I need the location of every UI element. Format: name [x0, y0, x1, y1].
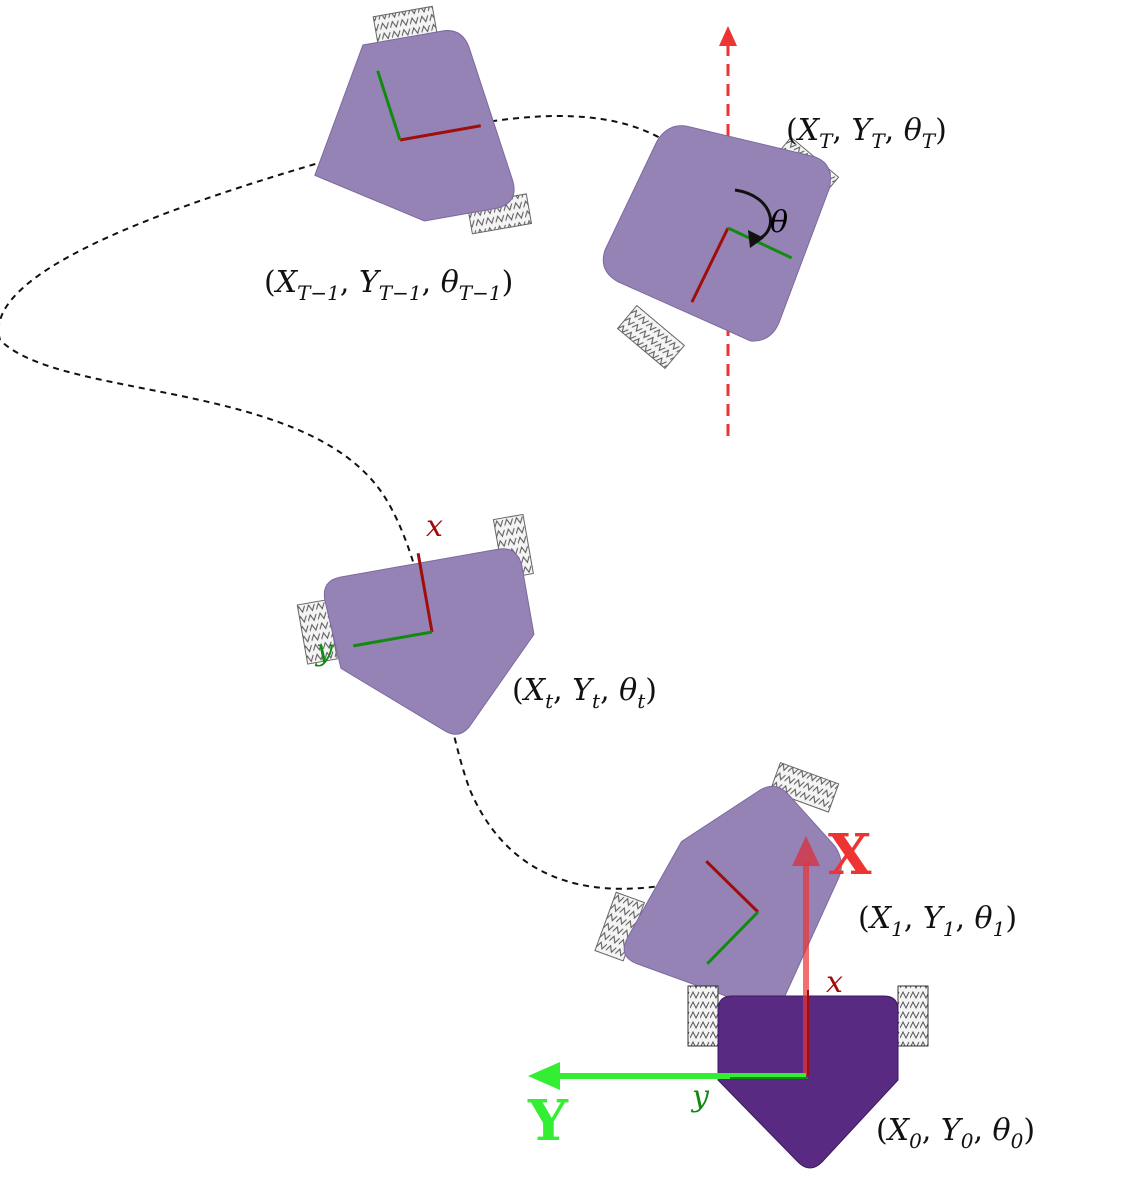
robot-body — [602, 125, 831, 342]
body-y-axis — [706, 910, 760, 965]
world-x-arrowhead — [792, 836, 820, 866]
body-x-axis — [416, 552, 434, 633]
pose-label-0: (X0, Y0, θ0) — [876, 1113, 1035, 1153]
body-y-label-0: y — [690, 1079, 710, 1114]
wheel — [616, 304, 686, 370]
robot-pose-0 — [687, 985, 929, 1169]
world-x-label: X — [828, 822, 872, 888]
body-y-axis — [352, 630, 433, 648]
world-y-label: Y — [527, 1088, 569, 1154]
body-y-label-t: y — [314, 633, 334, 668]
body-x-axis — [690, 227, 730, 303]
heading-reference-arrowhead — [719, 26, 737, 46]
body-x-label-t: x — [426, 509, 443, 544]
robot-pose-t — [602, 125, 840, 370]
pose-label-t: (XT, YT, θT) — [786, 113, 947, 153]
pose-label-1: (X1, Y1, θ1) — [858, 901, 1017, 941]
robot-pose-t-small — [296, 513, 535, 735]
theta-label: θ — [770, 205, 788, 240]
robot-pose-1 — [594, 762, 842, 1010]
robot-body — [717, 995, 899, 1169]
wheel — [897, 985, 929, 1047]
pose-label-t-minus-1: (XT−1, YT−1, θT−1) — [264, 265, 513, 305]
world-y-arrowhead — [528, 1062, 560, 1090]
body-y-axis — [727, 226, 793, 260]
body-y-axis — [376, 70, 402, 141]
robot-body — [323, 548, 535, 735]
body-x-label-0: x — [826, 965, 843, 1000]
body-x-axis — [399, 124, 482, 142]
theta-arrowhead — [748, 230, 764, 248]
robot-pose-t-minus-1 — [314, 5, 533, 235]
wheel — [687, 985, 719, 1047]
robot-body — [314, 30, 515, 222]
theta-arc — [734, 188, 772, 242]
body-x-axis — [705, 860, 760, 914]
wheel — [769, 762, 840, 813]
pose-label-t-small: (Xt, Yt, θt) — [512, 673, 657, 713]
